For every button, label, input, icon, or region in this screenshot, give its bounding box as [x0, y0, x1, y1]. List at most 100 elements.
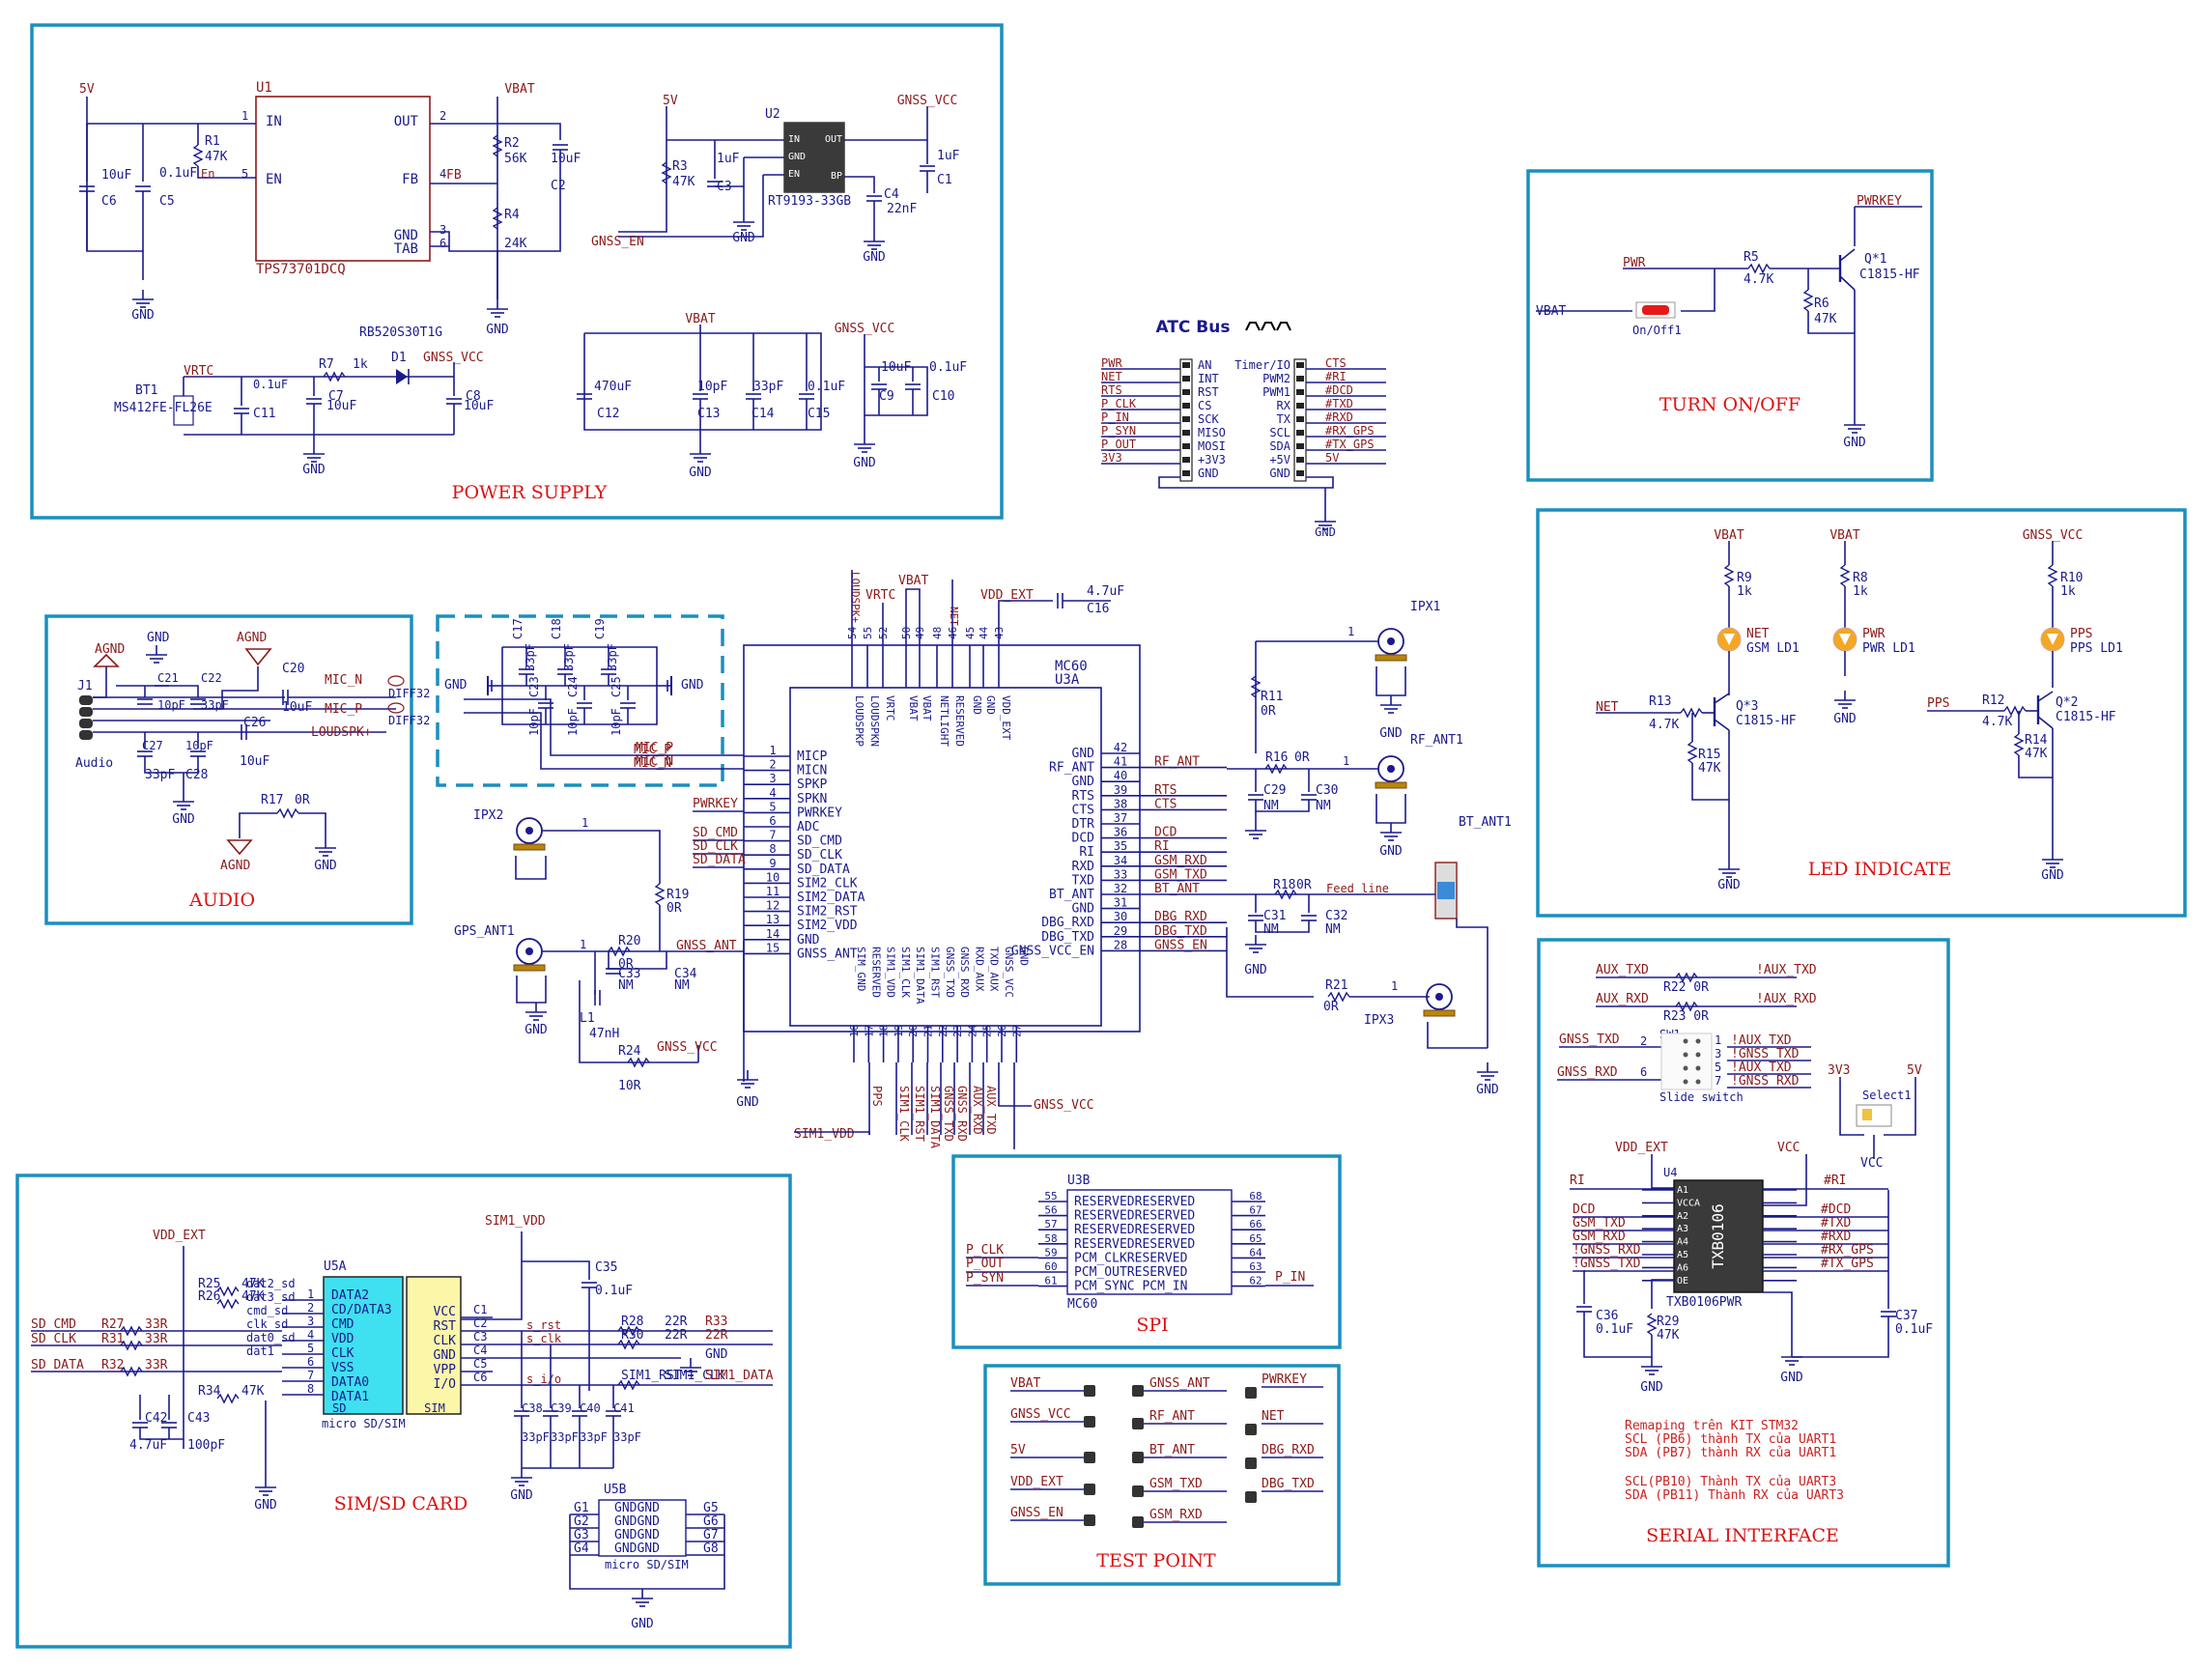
label: SD_CLK	[31, 1332, 76, 1346]
wire	[864, 366, 928, 416]
label: 20	[907, 1025, 920, 1037]
wire	[430, 123, 498, 299]
resistor	[492, 134, 503, 157]
diff	[387, 702, 405, 714]
label: 25	[981, 1025, 994, 1037]
label: R15	[1698, 748, 1720, 762]
label: GND	[1640, 1380, 1663, 1395]
label: GND	[486, 323, 509, 337]
label: GND	[736, 1095, 759, 1110]
label: VCC	[1777, 1141, 1800, 1155]
label: GND	[1072, 775, 1095, 789]
label: GND	[1244, 963, 1267, 977]
label: NM	[618, 978, 634, 993]
label: #RX_GPS	[1821, 1243, 1874, 1258]
label: 0R	[1294, 750, 1310, 765]
label: GPS_ANT1	[454, 924, 515, 939]
label: C10	[932, 389, 954, 404]
label: !AUX_TXD	[1731, 1033, 1792, 1048]
label: NM	[1316, 799, 1331, 813]
atc-title: ATC Bus	[1155, 318, 1230, 337]
label: 470uF	[594, 380, 632, 394]
label: R28	[621, 1315, 643, 1329]
label: U3A	[1055, 672, 1080, 688]
section-box	[44, 614, 413, 925]
label: RESERVEDRESERVED	[1074, 1195, 1195, 1209]
label: R17	[261, 793, 283, 807]
sim-block	[406, 1276, 462, 1415]
label: C5	[159, 194, 175, 209]
label: VDD_EXT	[1615, 1141, 1668, 1155]
wire	[542, 830, 661, 884]
label: R1	[205, 134, 220, 149]
label: PPS	[2070, 627, 2092, 641]
resistor	[1274, 889, 1297, 900]
label: G1	[574, 1501, 589, 1515]
label: 47K	[1698, 761, 1721, 776]
label: FB	[446, 168, 462, 183]
label: !GNSS_TXD	[1731, 1047, 1800, 1061]
label: R26	[198, 1289, 220, 1304]
label: IPX3	[1364, 1013, 1394, 1028]
label: R22 0R	[1663, 980, 1709, 995]
label: 29	[1114, 924, 1127, 938]
label: DBG_TXD	[1262, 1477, 1315, 1491]
label: RST	[1198, 385, 1219, 399]
label: 36	[1114, 826, 1127, 839]
label: GND	[1017, 947, 1030, 966]
label: 5V	[79, 82, 95, 97]
label: 4	[769, 786, 776, 800]
label: 33pF	[562, 643, 576, 671]
label: 10pF	[610, 708, 623, 736]
label: RT9193-33GB	[768, 194, 851, 209]
resistor	[216, 1286, 240, 1297]
label: C30	[1316, 783, 1338, 798]
label: SIM1_DATA	[914, 947, 926, 1004]
label: VBAT	[1010, 1376, 1040, 1391]
label: DTR	[1072, 817, 1095, 832]
label: #TXD	[1325, 397, 1353, 410]
label: 7	[307, 1369, 314, 1382]
wire	[2037, 716, 2054, 729]
label: C28	[185, 768, 208, 782]
pin	[1182, 376, 1190, 382]
label: TXD	[1072, 873, 1095, 888]
label: 17	[863, 1025, 875, 1037]
u4-title: TXB0106	[1709, 1203, 1727, 1268]
label: PWM2	[1262, 372, 1290, 385]
label: IPX1	[1410, 600, 1440, 614]
label: 0.1uF	[1895, 1322, 1933, 1337]
label: #RXD	[1821, 1230, 1851, 1244]
label: #RXD	[1325, 410, 1353, 424]
wire	[1651, 1154, 1676, 1189]
label: SIM1_DATA	[928, 1086, 942, 1149]
section-title: TEST POINT	[1096, 1550, 1216, 1571]
label: LOUDSPK+	[849, 572, 862, 623]
label: AUX_RXD	[971, 1086, 984, 1135]
label: 33	[1114, 867, 1127, 881]
label: 1k	[2060, 584, 2076, 599]
label: AN	[1198, 358, 1211, 372]
switch	[1642, 305, 1669, 315]
label: 1	[1391, 979, 1398, 993]
label: NM	[1325, 922, 1341, 937]
label: C12	[597, 407, 619, 421]
label: 33pF	[753, 380, 783, 394]
label: GNSS_TXD	[944, 947, 956, 998]
label: RF_ANT	[1049, 761, 1094, 776]
label: C40	[580, 1401, 601, 1415]
resistor	[1839, 564, 1851, 587]
label: GND	[863, 250, 886, 265]
label: MOSI	[1198, 439, 1226, 453]
label: R29	[1657, 1315, 1679, 1329]
label: R18	[1273, 878, 1295, 892]
label: BP	[831, 171, 842, 182]
label: R9	[1737, 571, 1752, 585]
label: U3B	[1067, 1174, 1091, 1188]
label: PWR	[1101, 356, 1122, 370]
label: micro SD/SIM	[605, 1558, 689, 1571]
label: TXD_AUX	[988, 947, 1001, 992]
wire	[618, 140, 667, 233]
label: C33	[618, 967, 640, 981]
label: C22	[201, 671, 222, 685]
